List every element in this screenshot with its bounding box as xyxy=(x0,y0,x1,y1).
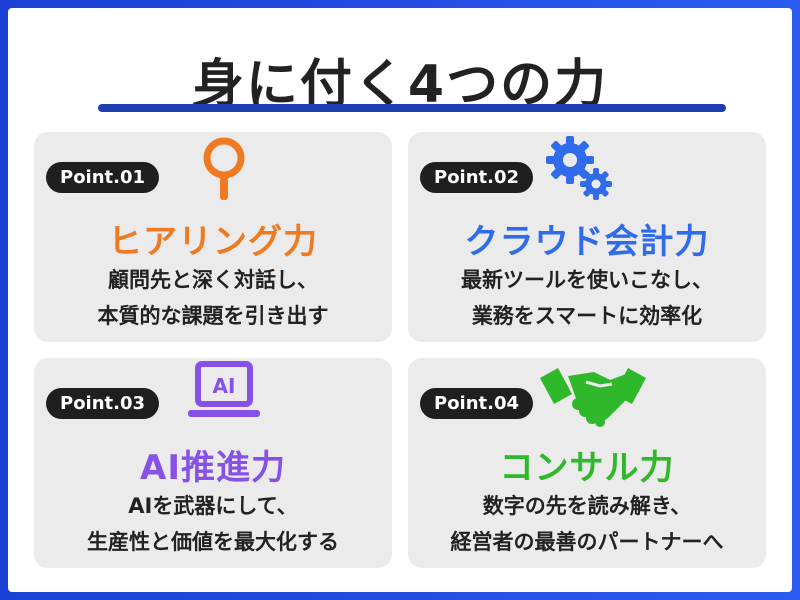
card-description: 顧問先と深く対話し、 本質的な課題を引き出す xyxy=(34,262,392,334)
content-panel: 身に付く4つの力 Point.01 ヒアリング力 顧問先と深く対話し、 本質的な… xyxy=(8,8,792,592)
point-badge: Point.02 xyxy=(420,162,534,193)
point-card-02: Point.02 クラウド会計力 最新 xyxy=(408,132,766,342)
card-heading: AI推進力 xyxy=(140,448,286,488)
card-heading: ヒアリング力 xyxy=(108,222,318,262)
card-description: 最新ツールを使いこなし、 業務をスマートに効率化 xyxy=(408,262,766,334)
description-line: 顧問先と深く対話し、 xyxy=(108,268,318,292)
magnifier-icon xyxy=(203,137,245,200)
point-card-04: Point.04 コンサル力 数字の先を読み解き、 経営者の最善のパートナーへ xyxy=(408,358,766,568)
description-line: 経営者の最善のパートナーへ xyxy=(450,530,724,554)
handshake-icon xyxy=(540,368,646,427)
card-description: 数字の先を読み解き、 経営者の最善のパートナーへ xyxy=(408,488,766,560)
point-card-01: Point.01 ヒアリング力 顧問先と深く対話し、 本質的な課題を引き出す xyxy=(34,132,392,342)
gears-icon xyxy=(546,136,612,200)
description-line: AIを武器にして、 xyxy=(128,494,298,518)
description-line: 数字の先を読み解き、 xyxy=(482,494,692,518)
description-line: 最新ツールを使いこなし、 xyxy=(461,268,713,292)
description-line: 業務をスマートに効率化 xyxy=(471,304,703,328)
description-line: 生産性と価値を最大化する xyxy=(87,530,339,554)
card-heading: クラウド会計力 xyxy=(464,222,710,262)
description-line: 本質的な課題を引き出す xyxy=(97,304,329,328)
ai-icon-text: AI xyxy=(213,374,236,398)
point-badge: Point.03 xyxy=(46,388,160,419)
point-badge: Point.04 xyxy=(420,388,534,419)
card-description: AIを武器にして、 生産性と価値を最大化する xyxy=(34,488,392,560)
point-badge: Point.01 xyxy=(46,162,160,193)
title-underline xyxy=(98,104,726,112)
card-heading: コンサル力 xyxy=(499,448,675,488)
point-card-03: Point.03 AI AI推進力 AIを武器にして、 生産性と価値を最大化する xyxy=(34,358,392,568)
ai-laptop-icon: AI xyxy=(188,361,260,417)
